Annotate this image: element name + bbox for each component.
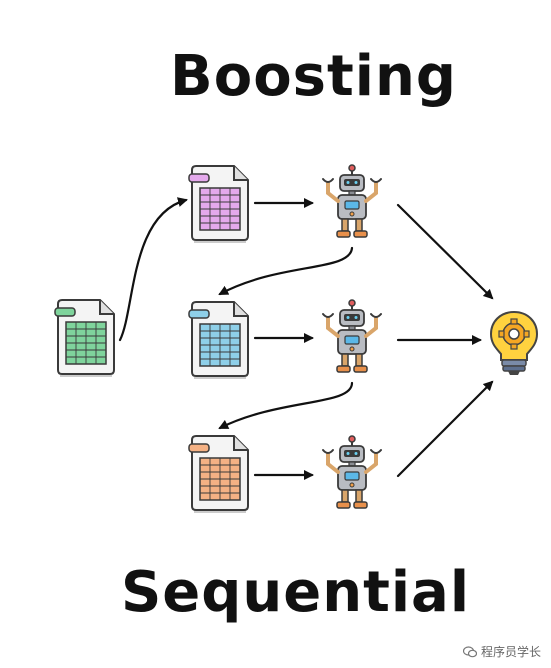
model-3-robot-icon xyxy=(322,435,382,509)
dataset-3-icon xyxy=(188,435,249,513)
arrow-model-1-to-dataset-2 xyxy=(218,246,354,296)
dataset-2-icon xyxy=(188,301,249,379)
model-2-robot-icon xyxy=(322,299,382,373)
arrow-model-3-to-output xyxy=(396,380,494,478)
arrow-model-1-to-output xyxy=(396,203,494,300)
connectors xyxy=(118,197,494,480)
wechat-icon xyxy=(462,645,478,658)
arrow-model-2-to-dataset-3 xyxy=(218,381,354,430)
watermark: 程序员学长 xyxy=(462,643,541,660)
dataset-1-icon xyxy=(188,165,249,243)
diagram-title: Boosting xyxy=(170,44,457,109)
diagram-subtitle: Sequential xyxy=(120,560,471,625)
output-lightbulb-gear-icon xyxy=(489,310,539,375)
watermark-text: 程序员学长 xyxy=(480,645,541,659)
arrow-source-to-dataset-1 xyxy=(118,197,188,342)
model-1-robot-icon xyxy=(322,164,382,238)
source-data-icon xyxy=(54,299,115,377)
